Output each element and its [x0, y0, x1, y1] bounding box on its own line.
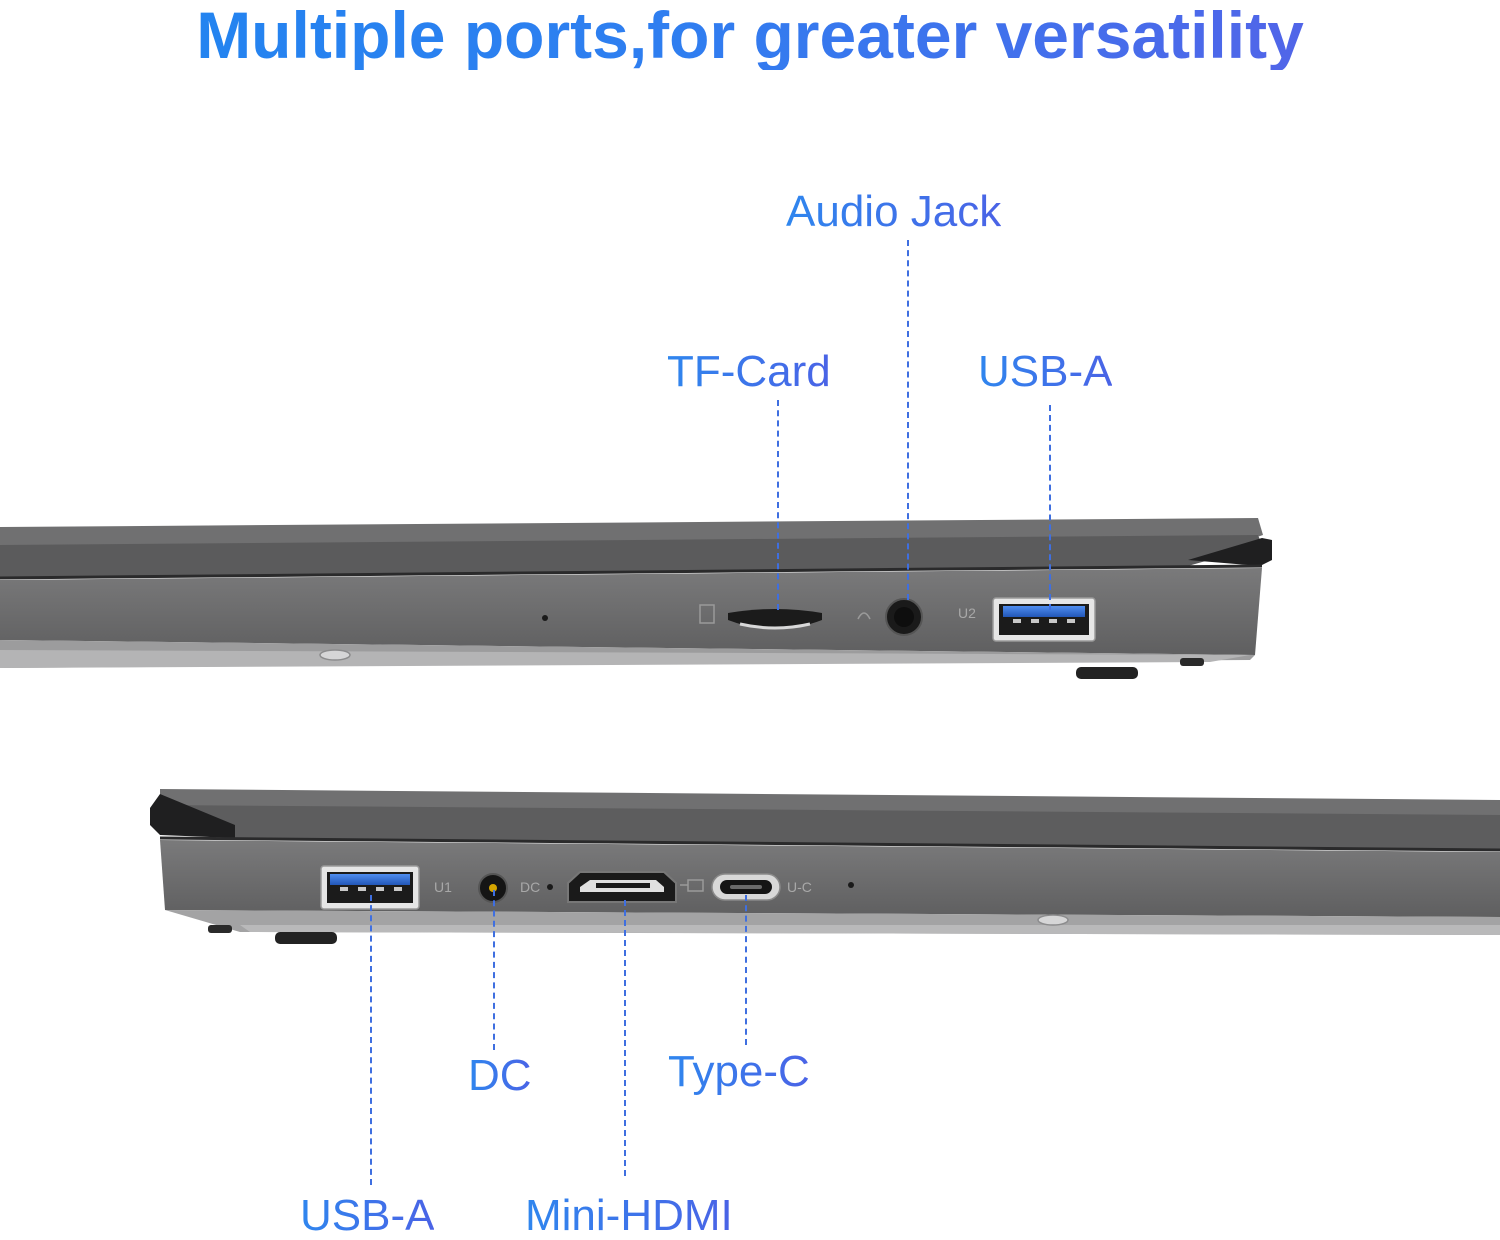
- label-tf-card: TF-Card: [667, 347, 831, 396]
- usb-port-engraving-u2: U2: [958, 605, 976, 621]
- mini-hdmi-port: [567, 871, 677, 903]
- headphone-icon: [857, 612, 871, 620]
- leader-tf-card: [777, 400, 779, 610]
- label-audio-jack: Audio Jack: [786, 187, 1002, 236]
- leader-audio-jack: [907, 240, 909, 600]
- tf-card-slot: [699, 604, 822, 630]
- label-usb-a-left: USB-A: [300, 1191, 435, 1240]
- page-headline: Multiple ports,for greater versatility: [0, 0, 1500, 70]
- usb-port-engraving-u1: U1: [434, 879, 452, 895]
- laptop-right-side: [0, 518, 1272, 679]
- display-icon: [680, 879, 704, 892]
- leader-usb-a-left: [370, 895, 372, 1185]
- leader-dc: [493, 890, 495, 1050]
- usb-a-port-right: [992, 597, 1096, 642]
- label-usb-a-right: USB-A: [978, 347, 1113, 396]
- label-type-c: Type-C: [668, 1047, 810, 1096]
- label-dc: DC: [468, 1051, 532, 1100]
- laptop-left-side: [150, 789, 1500, 944]
- leader-usb-a-right: [1049, 405, 1051, 610]
- label-mini-hdmi: Mini-HDMI: [525, 1191, 733, 1240]
- type-c-port: [711, 873, 781, 901]
- leader-mini-hdmi: [624, 900, 626, 1176]
- base-right: [0, 568, 1262, 655]
- dc-engraving: DC: [520, 879, 541, 895]
- leader-type-c: [745, 895, 747, 1045]
- type-c-engraving: U-C: [787, 879, 812, 895]
- audio-jack-port: [885, 598, 923, 636]
